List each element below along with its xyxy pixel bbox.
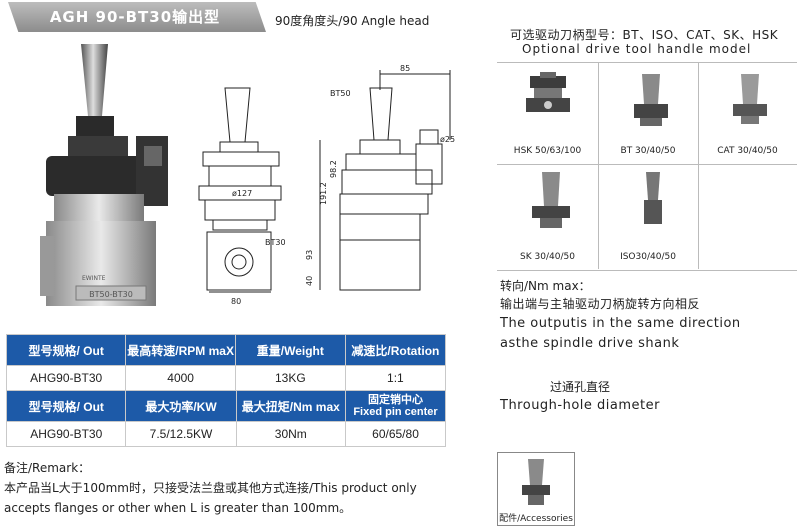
dim-phi127: ø127 [232, 189, 252, 198]
cat-caption: CAT 30/40/50 [717, 146, 778, 156]
handles-title-cn: 可选驱动刀柄型号：BT、ISO、CAT、SK、HSK [510, 28, 779, 42]
hsk-caption: HSK 50/63/100 [513, 146, 582, 156]
iso-caption: ISO30/40/50 [620, 252, 676, 262]
handles-grid [497, 62, 797, 271]
accessories-label: 配件/Accessories [499, 514, 573, 524]
accessory-handle-icon [522, 459, 550, 505]
value-weight: 13KG [234, 365, 346, 391]
header-weight: 重量/Weight [234, 334, 346, 366]
header-model-2: 型号规格/ Out [5, 390, 127, 422]
accessories-box: 配件/Accessories [497, 452, 575, 526]
value-model-2: AHG90-BT30 [5, 421, 127, 447]
remark-block: 备注/Remark： 本产品当L大于100mm时，只接受法兰盘或其他方式连接/T… [4, 458, 484, 518]
dim-982: 98.2 [329, 160, 338, 178]
dim-phi25: ø25 [440, 135, 455, 144]
dim-80: 80 [231, 297, 241, 306]
value-model: AHG90-BT30 [5, 365, 127, 391]
sk-caption: SK 30/40/50 [520, 252, 575, 262]
through-hole-en: Through-hole diameter [500, 398, 660, 413]
through-hole-cn: 过通孔直径 [550, 380, 611, 394]
product-photo: BT50-BT30 EWINTE [36, 36, 176, 314]
iso-handle-icon [630, 170, 676, 244]
title-tab [8, 2, 266, 32]
handles-title-en: Optional drive tool handle model [522, 42, 752, 56]
dim-85: 85 [400, 64, 410, 73]
page-title: AGH 90-BT30输出型 [49, 8, 221, 26]
header-torque: 最大扭矩/Nm max [235, 390, 347, 422]
header-pin-center: 固定销中心 Fixed pin center [345, 390, 446, 422]
rotation-heading: 转向/Nm max： [500, 279, 591, 293]
rotation-en-1: The outputis in the same direction [500, 316, 741, 331]
value-power: 7.5/12.5KW [125, 421, 237, 447]
header-rpm: 最高转速/RPM maX [125, 334, 236, 366]
rotation-cn: 输出端与主轴驱动刀柄旋转方向相反 [500, 297, 701, 311]
sk-handle-icon [528, 170, 574, 244]
spec-table-2: 型号规格/ Out 最大功率/KW 最大扭矩/Nm max 固定销中心 Fixe… [5, 390, 446, 447]
side-view-drawing: 85 BT50 ø25 191.2 98.2 93 40 [300, 60, 460, 310]
remark-heading: 备注/Remark： [4, 461, 91, 475]
header-model: 型号规格/ Out [5, 334, 127, 366]
product-plate-label: BT50-BT30 [89, 290, 133, 299]
rotation-en-2: asthe spindle drive shank [500, 336, 680, 351]
value-rpm: 4000 [125, 365, 236, 391]
remark-line-en: accepts flanges or other when L is great… [4, 501, 352, 515]
front-view-drawing: ø127 BT30 80 [195, 80, 286, 310]
header-power: 最大功率/KW [125, 390, 237, 422]
value-rotation: 1:1 [344, 365, 447, 391]
value-torque: 30Nm [235, 421, 347, 447]
cat-handle-icon [727, 70, 773, 144]
dim-40: 40 [305, 276, 314, 286]
header-pin-center-en: Fixed pin center [353, 406, 438, 418]
value-pin-center: 60/65/80 [345, 421, 446, 447]
hsk-handle-icon [520, 70, 576, 144]
page-subtitle: 90度角度头/90 Angle head [275, 14, 430, 28]
remark-line-cn: 本产品当L大于100mm时，只接受法兰盘或其他方式连接/This product… [4, 481, 417, 495]
bt-caption: BT 30/40/50 [620, 146, 676, 156]
header-pin-center-cn: 固定销中心 [368, 394, 424, 406]
bt-handle-icon [628, 70, 674, 144]
dim-93: 93 [305, 250, 314, 260]
dim-bt50: BT50 [330, 89, 351, 98]
dim-1912: 191.2 [319, 182, 328, 205]
header-rotation: 减速比/Rotation [344, 334, 447, 366]
dim-bt30: BT30 [265, 238, 285, 247]
spec-table-1: 型号规格/ Out 最高转速/RPM maX 重量/Weight 减速比/Rot… [5, 334, 447, 391]
brand-label: EWINTE [82, 275, 106, 282]
